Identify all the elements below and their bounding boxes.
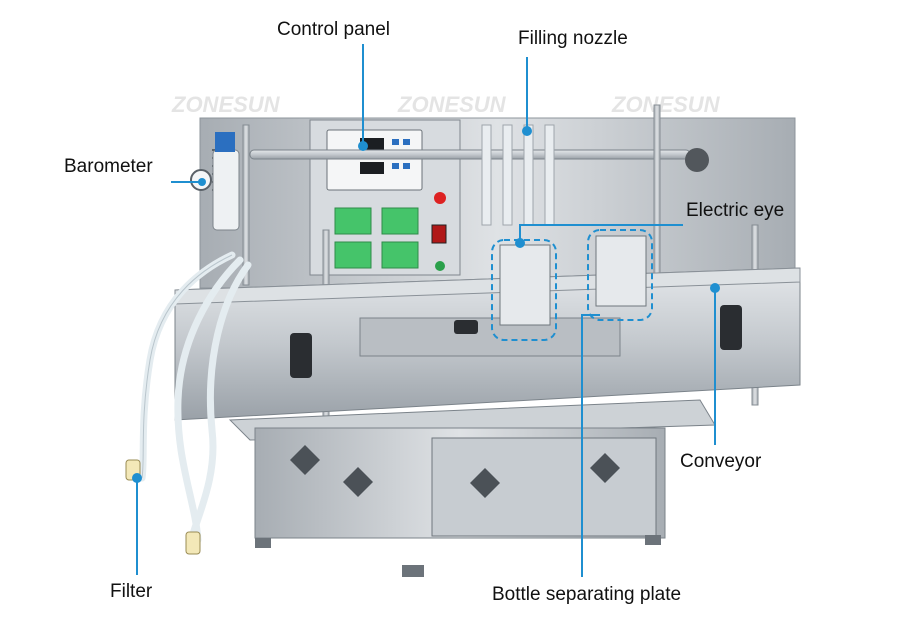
rail-knob — [685, 148, 709, 172]
electric-eye-sensors — [499, 235, 647, 326]
power-switch — [431, 224, 447, 244]
watermark: ZONESUN — [611, 92, 721, 117]
label-conveyor: Conveyor — [680, 451, 762, 472]
label-filter: Filter — [110, 581, 153, 602]
nozzle-rail — [249, 149, 691, 160]
clamp-knobs — [290, 305, 742, 378]
air-regulator — [212, 149, 240, 231]
label-control-panel: Control panel — [277, 19, 391, 40]
emergency-stop — [434, 192, 446, 204]
label-bottle-separating-plate: Bottle separating plate — [492, 584, 682, 605]
green-control-modules — [334, 207, 419, 269]
watermark: ZONESUN — [397, 92, 507, 117]
cabinet-vents — [290, 445, 620, 498]
regulator-cap — [215, 132, 235, 152]
conveyor-frame-rail — [359, 317, 621, 357]
start-indicator — [435, 261, 445, 271]
hose-tube-edges — [141, 254, 233, 479]
cabinet-door — [431, 437, 657, 537]
back-housing — [199, 117, 796, 289]
electric-eye-highlight-right — [587, 229, 653, 321]
cabinet-feet — [255, 535, 661, 577]
label-barometer: Barometer — [64, 156, 153, 177]
callout-markers — [132, 126, 720, 483]
watermark: ZONESUN — [171, 92, 281, 117]
label-electric-eye: Electric eye — [686, 200, 785, 221]
filling-nozzles — [481, 124, 555, 226]
control-panel-display — [360, 162, 384, 174]
callout-lines — [136, 44, 716, 577]
label-filling-nozzle: Filling nozzle — [518, 28, 628, 49]
